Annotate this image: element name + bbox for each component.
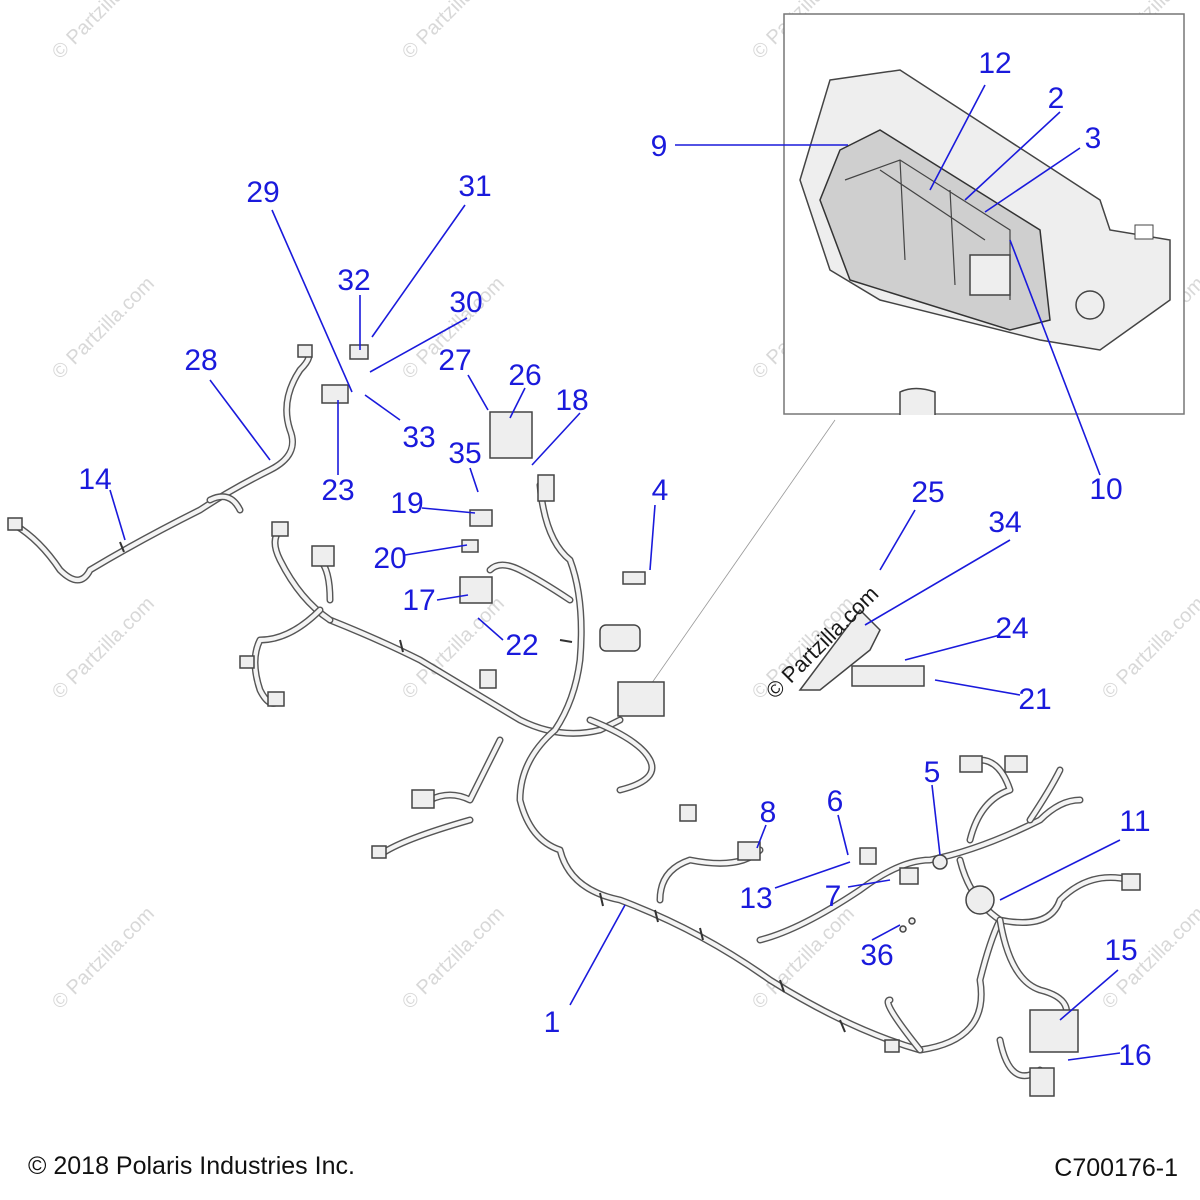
callout-5: 5: [924, 756, 941, 789]
copyright-notice: © 2018 Polaris Industries Inc.: [28, 1152, 355, 1180]
callout-36: 36: [860, 939, 893, 972]
watermark: © Partzilla.com: [398, 0, 509, 64]
callout-15: 15: [1104, 934, 1137, 967]
callout-16: 16: [1118, 1039, 1151, 1072]
callout-7: 7: [825, 880, 842, 913]
callout-31: 31: [458, 170, 491, 203]
callout-3: 3: [1085, 122, 1102, 155]
watermark: © Partzilla.com: [48, 273, 159, 384]
callout-4: 4: [652, 474, 669, 507]
watermark: © Partzilla.com: [48, 593, 159, 704]
callout-13: 13: [739, 882, 772, 915]
callout-8: 8: [760, 796, 777, 829]
callout-18: 18: [555, 384, 588, 417]
leader-lines: [109, 84, 1121, 1061]
callout-21: 21: [1018, 683, 1051, 716]
callout-30: 30: [449, 286, 482, 319]
callout-32: 32: [337, 264, 370, 297]
callout-35: 35: [448, 437, 481, 470]
connector-detail-inset: [783, 13, 1185, 415]
callout-29: 29: [246, 176, 279, 209]
callout-14: 14: [78, 463, 111, 496]
callout-23: 23: [321, 474, 354, 507]
callout-labels: 1 2 3 4 5 6 7 8 9 10 11 12 13 14 15 16 1…: [78, 47, 1151, 1072]
callout-27: 27: [438, 344, 471, 377]
watermark: © Partzilla.com: [48, 903, 159, 1014]
callout-2: 2: [1048, 82, 1065, 115]
callout-17: 17: [402, 584, 435, 617]
harness-parts: [7, 344, 1141, 1097]
callout-25: 25: [911, 476, 944, 509]
callout-26: 26: [508, 359, 541, 392]
callout-9: 9: [651, 130, 668, 163]
watermark: © Partzilla.com: [48, 0, 159, 64]
harness-sleeves: [119, 541, 846, 1033]
callout-11: 11: [1119, 805, 1150, 838]
callout-12: 12: [978, 47, 1011, 80]
callout-33: 33: [402, 421, 435, 454]
callout-1: 1: [544, 1006, 561, 1039]
callout-19: 19: [390, 487, 423, 520]
callout-34: 34: [988, 506, 1021, 539]
callout-10: 10: [1089, 473, 1122, 506]
figure-code: C700176-1: [1054, 1154, 1178, 1182]
harness-wires: [11, 346, 1134, 1080]
callout-22: 22: [505, 629, 538, 662]
callout-6: 6: [827, 785, 844, 818]
callout-24: 24: [995, 612, 1028, 645]
watermark: © Partzilla.com: [1098, 593, 1200, 704]
watermark: © Partzilla.com: [398, 903, 509, 1014]
callout-20: 20: [373, 542, 406, 575]
callout-28: 28: [184, 344, 217, 377]
